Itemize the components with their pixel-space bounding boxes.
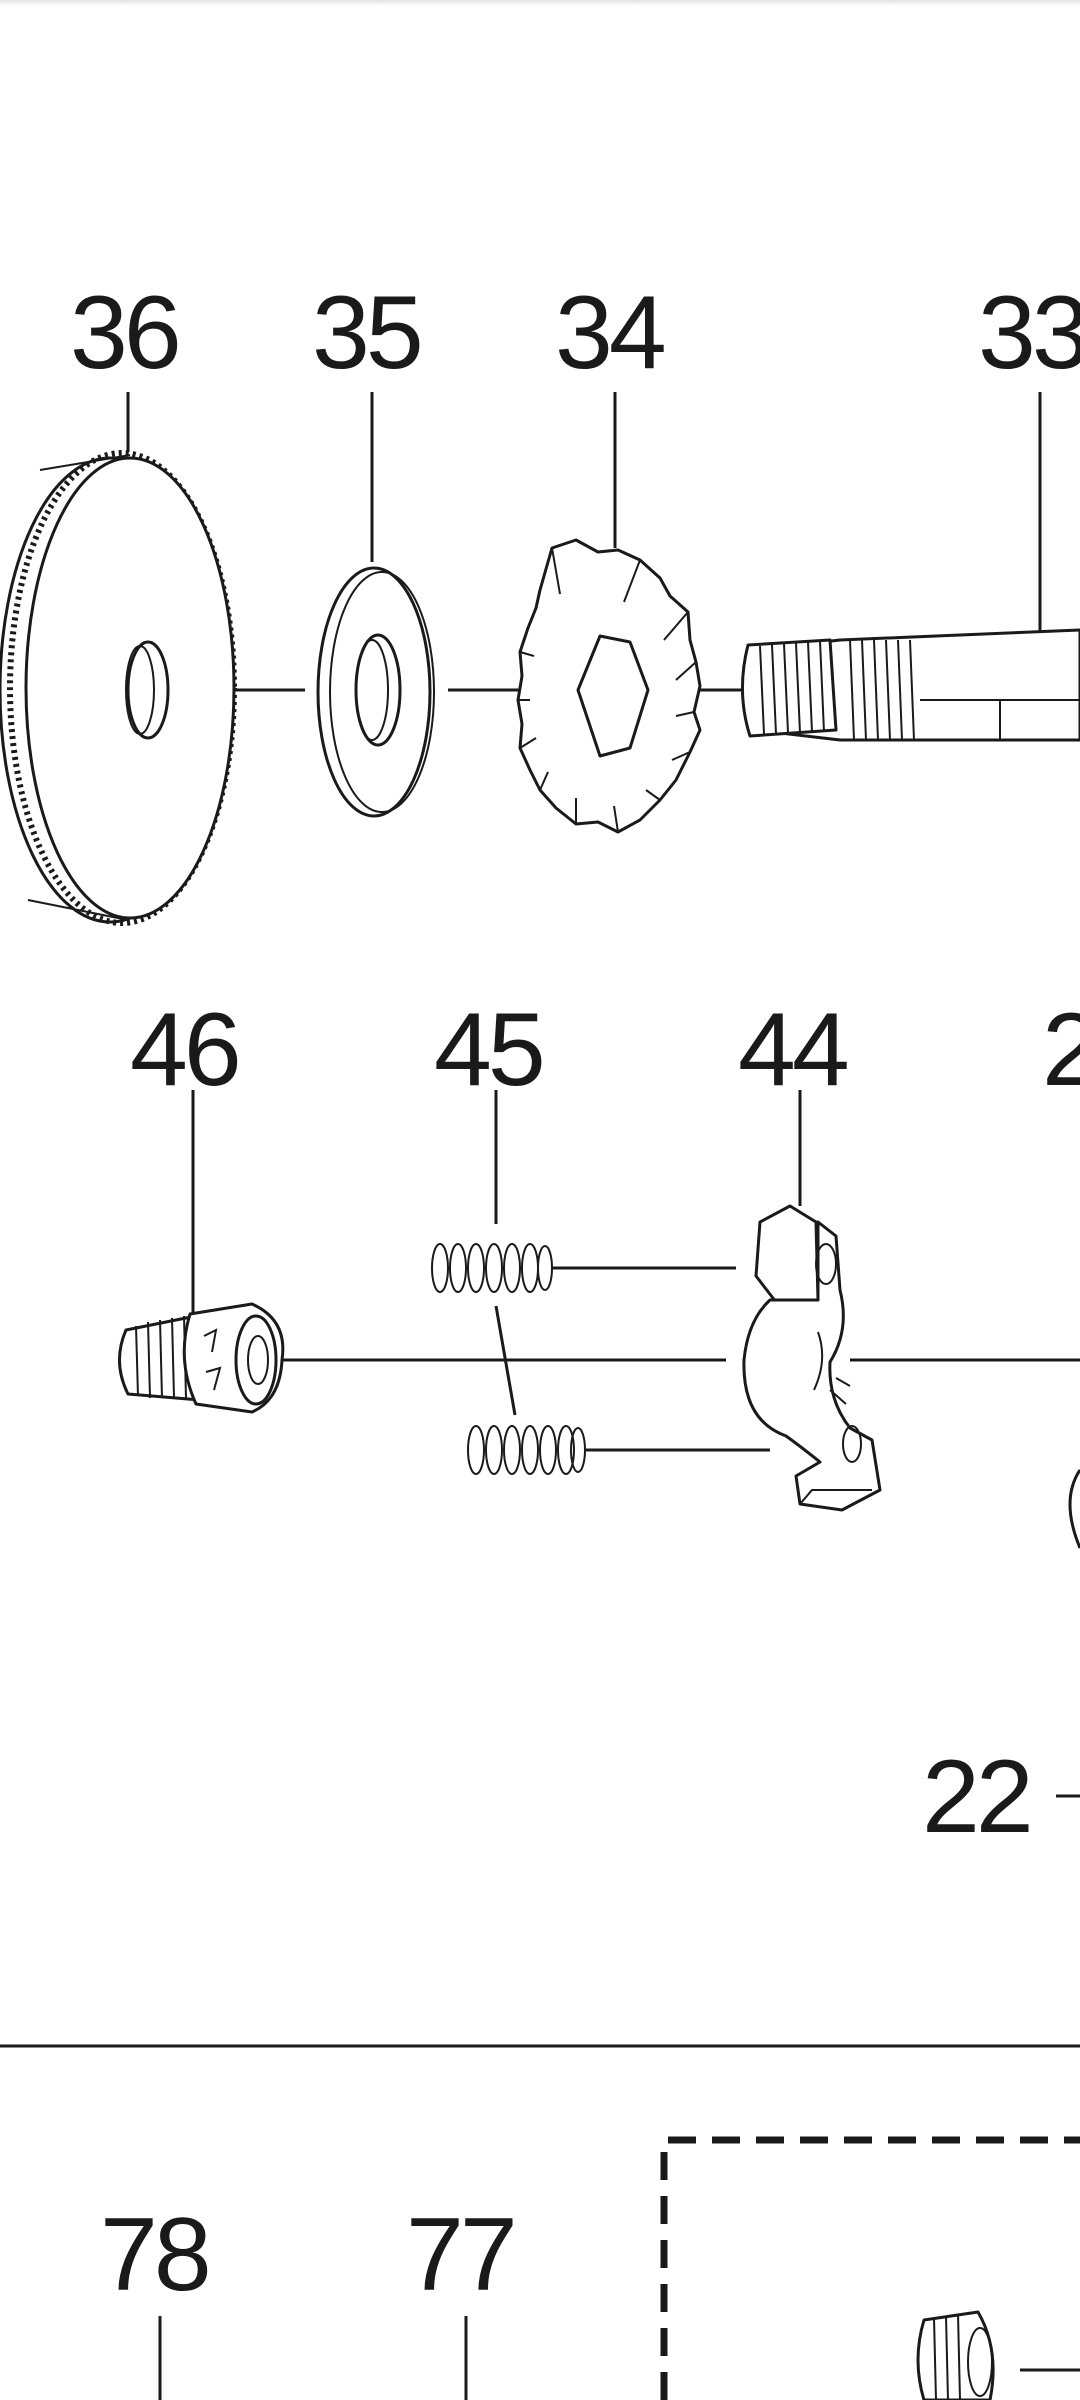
spring-45-bottom bbox=[467, 1425, 586, 1475]
callout-34: 34 bbox=[555, 275, 664, 391]
callout-22: 22 bbox=[922, 1739, 1030, 1855]
top-edge-shadow bbox=[0, 0, 1080, 6]
callout-77: 77 bbox=[406, 2197, 514, 2313]
callout-35: 35 bbox=[312, 275, 420, 391]
pinion-46 bbox=[117, 1302, 285, 1414]
fitting-part bbox=[916, 2310, 995, 2400]
callout-78: 78 bbox=[100, 2197, 208, 2313]
callout-36: 36 bbox=[70, 275, 178, 391]
spring-45-top bbox=[431, 1243, 553, 1293]
lock-washer-34 bbox=[516, 538, 702, 834]
callout-2x-partial: 2 bbox=[1042, 992, 1080, 1108]
washer-35 bbox=[316, 566, 435, 818]
callout-33: 33 bbox=[978, 275, 1080, 391]
partial-part-right bbox=[1068, 1469, 1080, 1549]
callout-46: 46 bbox=[130, 992, 238, 1108]
dashed-group-box bbox=[660, 2136, 1080, 2400]
gear-36 bbox=[0, 450, 237, 926]
callout-45: 45 bbox=[434, 992, 542, 1108]
shaft-33 bbox=[741, 628, 1080, 742]
lever-44 bbox=[742, 1204, 882, 1512]
callout-44: 44 bbox=[738, 992, 847, 1108]
